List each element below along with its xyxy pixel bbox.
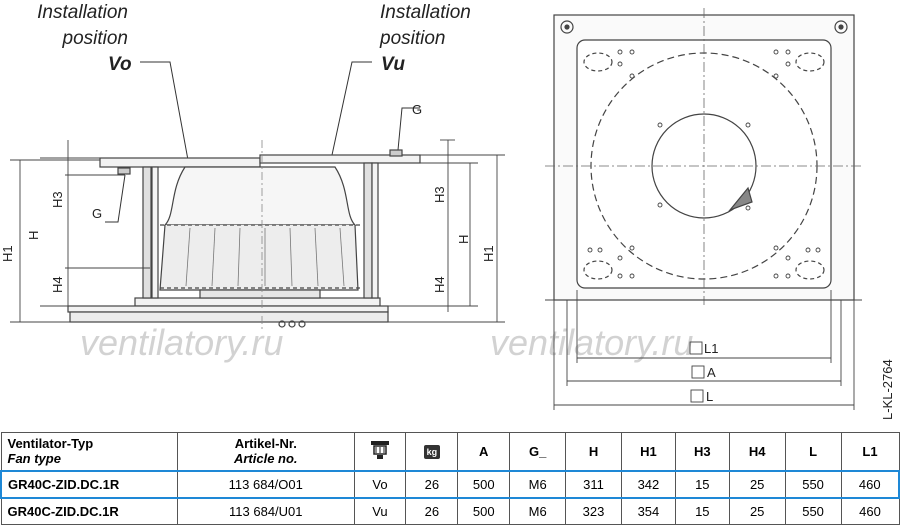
side-view-dimensions-left xyxy=(10,140,150,323)
cell-h1: 342 xyxy=(620,469,676,499)
header-h4: H4 xyxy=(728,432,786,471)
label-leaders xyxy=(105,61,420,223)
technical-drawing: ventilatory.ru ventilatory.ru Installati… xyxy=(0,2,895,420)
dim-l1: L1 xyxy=(704,341,718,356)
header-a: A xyxy=(457,432,511,471)
dim-h4-left: H4 xyxy=(50,276,65,293)
cell-l: 550 xyxy=(784,469,842,499)
top-view xyxy=(545,8,862,305)
cell-g: M6 xyxy=(509,469,567,499)
header-position xyxy=(353,432,407,471)
cell-a: 500 xyxy=(457,497,511,525)
header-fan-type: Ventilator-Typ Fan type xyxy=(0,432,179,471)
header-h3: H3 xyxy=(674,432,730,471)
dim-l: L xyxy=(706,389,713,404)
table-row[interactable]: GR40C-ZID.DC.1R 113 684/U01 Vu 26 500 M6… xyxy=(0,497,900,525)
cell-position: Vu xyxy=(353,497,407,525)
cell-l1: 460 xyxy=(840,497,900,525)
table-row[interactable]: GR40C-ZID.DC.1R 113 684/O01 Vo 26 500 M6… xyxy=(0,469,900,499)
cell-article: 113 684/O01 xyxy=(177,469,355,499)
spec-table-header: Ventilator-Typ Fan type Artikel-Nr. Arti… xyxy=(0,432,900,471)
cell-weight: 26 xyxy=(405,497,459,525)
dim-a: A xyxy=(707,365,716,380)
header-l1: L1 xyxy=(840,432,900,471)
header-article-no: Artikel-Nr. Article no. xyxy=(177,432,355,471)
cell-h3: 15 xyxy=(674,469,730,499)
dim-g-right: G xyxy=(412,102,422,117)
cell-a: 500 xyxy=(457,469,511,499)
label-vo-line1: Installation xyxy=(37,2,128,23)
dim-h3-left: H3 xyxy=(50,191,65,208)
side-view xyxy=(67,140,421,330)
cell-weight: 26 xyxy=(405,469,459,499)
cell-position: Vo xyxy=(353,469,407,499)
cell-type: GR40C-ZID.DC.1R xyxy=(0,469,179,499)
label-vo-line2: position xyxy=(62,28,129,49)
dim-h4-right: H4 xyxy=(432,276,447,293)
cell-h4: 25 xyxy=(728,497,786,525)
top-view-dim-labels: L1 A L xyxy=(689,341,718,404)
label-vu-line2: position xyxy=(379,28,446,49)
label-vo-code: Vo xyxy=(108,54,132,75)
weight-kg-icon: kg xyxy=(423,445,441,460)
cell-h1: 354 xyxy=(620,497,676,525)
label-vu-code: Vu xyxy=(381,54,405,75)
header-g: G_ xyxy=(509,432,567,471)
drawing-code: L-KL-2764 xyxy=(880,359,895,420)
cell-article: 113 684/U01 xyxy=(177,497,355,525)
cell-h4: 25 xyxy=(728,469,786,499)
dim-h1-right: H1 xyxy=(481,245,496,262)
dim-h3-right: H3 xyxy=(432,186,447,203)
cell-h: 311 xyxy=(565,469,622,499)
header-h: H xyxy=(565,432,622,471)
cell-h3: 15 xyxy=(674,497,730,525)
mounting-position-icon xyxy=(370,440,389,459)
label-vu-line1: Installation xyxy=(380,2,471,23)
cell-l1: 460 xyxy=(840,469,900,499)
watermark-right: ventilatory.ru xyxy=(490,322,693,363)
spec-table: Ventilator-Typ Fan type Artikel-Nr. Arti… xyxy=(0,432,900,525)
watermark-left: ventilatory.ru xyxy=(80,322,283,363)
dim-h-left: H xyxy=(26,231,41,240)
header-l: L xyxy=(784,432,842,471)
dim-h1-left: H1 xyxy=(0,245,15,262)
cell-l: 550 xyxy=(784,497,842,525)
header-h1: H1 xyxy=(620,432,676,471)
cell-h: 323 xyxy=(565,497,622,525)
top-view-dimensions xyxy=(545,290,862,410)
header-weight: kg xyxy=(405,432,459,471)
cell-g: M6 xyxy=(509,497,567,525)
dim-h-right: H xyxy=(456,235,471,244)
side-view-dimensions-right xyxy=(380,139,505,323)
cell-type: GR40C-ZID.DC.1R xyxy=(0,497,179,525)
dim-g-left: G xyxy=(92,206,102,221)
